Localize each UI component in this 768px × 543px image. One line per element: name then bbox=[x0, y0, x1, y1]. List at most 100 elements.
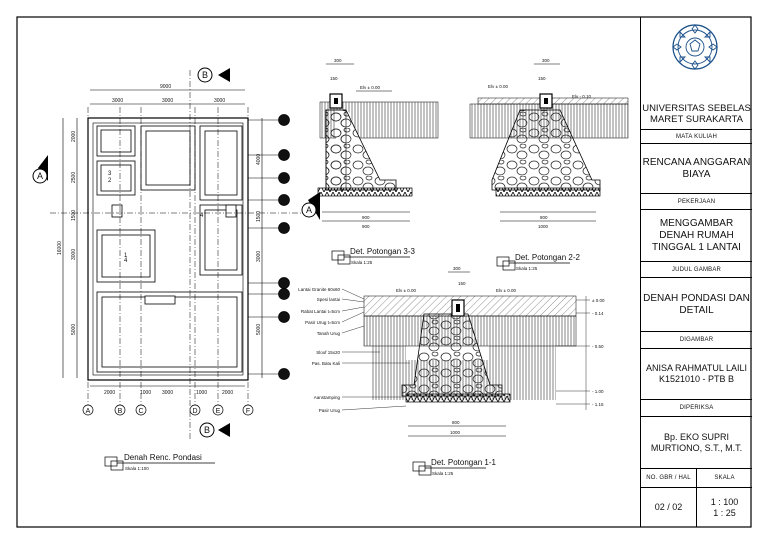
axis-5: 5 bbox=[282, 118, 286, 125]
dim-top-3: 3000 bbox=[214, 98, 225, 104]
scale-value: 1 : 100 1 : 25 bbox=[697, 488, 752, 527]
course-value: RENCANA ANGGARAN BIAYA bbox=[641, 144, 752, 194]
axis-F: F bbox=[246, 408, 250, 415]
axis-3: 3 bbox=[282, 226, 286, 233]
s11-level-3: - 1.00 bbox=[592, 389, 604, 394]
section-mark-B-top: B bbox=[202, 70, 208, 80]
s22-elev-1: Elv ± 0.00 bbox=[488, 84, 508, 89]
axis-1b: 1b bbox=[280, 292, 288, 299]
scale-value-1: 1 : 100 bbox=[710, 496, 739, 507]
room-mark-3: 3 bbox=[108, 171, 112, 177]
dim-top-2: 3000 bbox=[162, 98, 173, 104]
s11-label-0: Lantai Granite 60x60 bbox=[298, 287, 340, 292]
dim-bot-3: 3000 bbox=[162, 390, 173, 396]
section-mark-B-bottom: B bbox=[204, 425, 210, 435]
s22-dim-bottom-2: 1000 bbox=[538, 224, 549, 229]
drawn-label: DIGAMBAR bbox=[641, 332, 752, 349]
s33-elev: Elv ± 0.00 bbox=[360, 85, 380, 90]
dim-left-total: 16000 bbox=[57, 241, 63, 255]
room-mark-4a: 4 bbox=[200, 213, 204, 219]
dim-left-5: 5000 bbox=[71, 324, 77, 335]
s22-dim-150: 150 bbox=[538, 76, 546, 81]
job-label: PEKERJAAN bbox=[641, 194, 752, 210]
axis-1a: 1a bbox=[280, 315, 288, 322]
s11-scale: Skala 1:25 bbox=[432, 471, 454, 476]
dim-left-4: 3000 bbox=[71, 249, 77, 260]
sheet-no-value: 02 / 02 bbox=[641, 488, 697, 527]
dim-right-1: 4000 bbox=[256, 154, 262, 165]
axis-1: 1 bbox=[282, 372, 286, 379]
s22-dim-bottom-1: 800 bbox=[540, 215, 548, 220]
s11-label-6: Pas. Batu Kali bbox=[312, 361, 340, 366]
section-marker bbox=[197, 67, 213, 83]
room-mark-1: 1 bbox=[124, 253, 128, 259]
university-name: UNIVERSITAS SEBELAS MARET SURAKARTA bbox=[642, 103, 751, 125]
dim-left-1: 2000 bbox=[71, 131, 77, 142]
section-marker bbox=[32, 168, 48, 184]
s33-scale: Skala 1:25 bbox=[351, 260, 373, 265]
room-mark-4b: 4 bbox=[124, 258, 128, 264]
s11-level-1: - 0.14 bbox=[592, 311, 604, 316]
university-cell: UNIVERSITAS SEBELAS MARET SURAKARTA bbox=[641, 17, 752, 130]
dim-bot-4: 1000 bbox=[196, 390, 207, 396]
s22-scale: Skala 1:25 bbox=[516, 266, 538, 271]
section-mark-A-left: A bbox=[37, 171, 43, 181]
s11-dim-150: 150 bbox=[458, 281, 466, 286]
s22-title: Det. Potongan 2-2 bbox=[515, 253, 580, 262]
drawn-value: ANISA RAHMATUL LAILI K1521010 - PTB B bbox=[641, 349, 752, 400]
dim-left-2: 2500 bbox=[71, 172, 77, 183]
drawing-value: DENAH PONDASI DAN DETAIL bbox=[641, 278, 752, 332]
plan-title: Denah Renc. Pondasi bbox=[124, 453, 202, 462]
scale-value-2: 1 : 25 bbox=[713, 507, 736, 518]
section-marker bbox=[218, 68, 230, 82]
s11-dim-bottom-1: 800 bbox=[452, 420, 460, 425]
axis-4a: 4a bbox=[280, 176, 288, 183]
s11-level-2: - 0.50 bbox=[592, 344, 604, 349]
course-label: MATA KULIAH bbox=[641, 130, 752, 144]
axis-bubble bbox=[82, 404, 94, 416]
checked-label: DIPERIKSA bbox=[641, 400, 752, 417]
axis-C: C bbox=[138, 408, 143, 415]
axis-bubble bbox=[135, 404, 147, 416]
s22-dim-top: 300 bbox=[542, 58, 550, 63]
dim-bot-2: 1000 bbox=[140, 390, 151, 396]
s33-dim-150: 150 bbox=[330, 76, 338, 81]
plan-scale: Skala 1:100 bbox=[125, 466, 149, 471]
checked-value: Bp. EKO SUPRI MURTIONO, S.T., M.T. bbox=[641, 417, 752, 469]
section-marker bbox=[301, 202, 317, 218]
s11-label-4: Tanah Urug bbox=[317, 331, 341, 336]
s33-dim-bottom-2: 900 bbox=[362, 224, 370, 229]
sheet-border bbox=[16, 16, 752, 528]
room-mark-2: 2 bbox=[108, 178, 112, 184]
title-block: UNIVERSITAS SEBELAS MARET SURAKARTA MATA… bbox=[640, 17, 752, 527]
s11-elev-right: Elv ± 0.00 bbox=[496, 288, 516, 293]
axis-4: 4 bbox=[282, 198, 286, 205]
dim-right-2: 1500 bbox=[256, 211, 262, 222]
s33-title: Det. Potongan 3-3 bbox=[350, 247, 415, 256]
s11-label-8: Pasir Urug bbox=[319, 408, 341, 413]
dim-left-3: 1500 bbox=[71, 210, 77, 221]
university-logo bbox=[672, 24, 718, 70]
drawing-label: JUDUL GAMBAR bbox=[641, 262, 752, 278]
axis-bubble bbox=[212, 404, 224, 416]
s11-label-3: Pasir Urug t=5cm bbox=[305, 320, 340, 325]
dim-top-total: 9000 bbox=[160, 84, 171, 90]
s22-elev-2: Elv - 0.10 bbox=[572, 94, 592, 99]
job-value: MENGGAMBAR DENAH RUMAH TINGGAL 1 LANTAI bbox=[641, 210, 752, 262]
section-marker bbox=[199, 422, 215, 438]
section-mark-A-right: A bbox=[306, 205, 312, 215]
axis-4b: 4b bbox=[280, 153, 288, 160]
s11-label-1: Spesi lantai bbox=[317, 297, 340, 302]
axis-E: E bbox=[216, 408, 221, 415]
s33-dim-top: 300 bbox=[334, 58, 342, 63]
axis-D: D bbox=[192, 408, 197, 415]
dim-right-4: 5000 bbox=[256, 324, 262, 335]
axis-bubble bbox=[242, 404, 254, 416]
s11-label-5: Sloof 15x20 bbox=[316, 350, 340, 355]
section-2-2: 300 150 800 1000 Elv ± 0.00 Elv - 0.10 D… bbox=[469, 58, 629, 271]
section-1-1: 300 150 800 1000 Elv ± 0.00 Elv ± 0.00 L… bbox=[298, 266, 605, 476]
dim-top-1: 3000 bbox=[112, 98, 123, 104]
s33-dim-bottom-1: 900 bbox=[362, 215, 370, 220]
section-marker bbox=[218, 423, 230, 437]
